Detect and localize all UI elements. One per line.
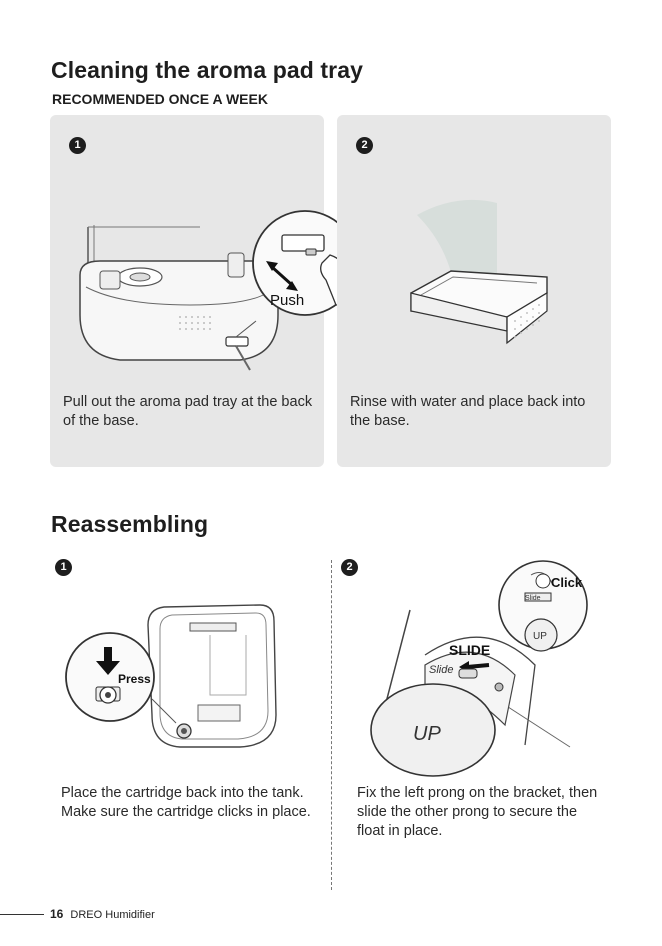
step-description: Fix the left prong on the bracket, then … <box>357 784 607 841</box>
footer-rule <box>0 914 44 915</box>
section-title-reassembling: Reassembling <box>51 511 208 538</box>
section-subtitle-frequency: RECOMMENDED ONCE A WEEK <box>52 91 268 107</box>
footer-brand: DREO Humidifier <box>70 909 154 921</box>
step-description: Pull out the aroma pad tray at the back … <box>63 393 313 431</box>
step-card-rinse-tray: 2 Rinse with water and place back into t… <box>337 115 611 467</box>
aroma-tray-pull-illustration: Push <box>60 205 316 375</box>
step-description: Place the cartridge back into the tank. … <box>61 784 311 822</box>
step-card-pull-tray: 1 Push Pull out the aroma p <box>50 115 324 467</box>
step-description: Rinse with water and place back into the… <box>350 393 600 431</box>
push-callout: Push <box>270 292 304 309</box>
aroma-tray-rinse-illustration <box>397 193 567 363</box>
footer: 16 DREO Humidifier <box>50 907 155 921</box>
up-marking: UP <box>413 723 441 745</box>
press-callout: Press <box>118 672 151 686</box>
slide-callout: SLIDE <box>449 642 490 658</box>
step-number-badge: 1 <box>55 559 72 576</box>
slide-arrow-label: Slide <box>429 664 453 676</box>
step-number-badge: 1 <box>69 137 86 154</box>
float-slide-illustration: UP SLIDE Slide Click Slide UP <box>355 555 595 755</box>
slide-small-label: Slide <box>525 595 541 602</box>
step-number-badge: 2 <box>356 137 373 154</box>
cartridge-press-illustration: Press <box>60 595 300 760</box>
section-title-cleaning: Cleaning the aroma pad tray <box>51 57 363 84</box>
column-divider <box>331 560 332 890</box>
page-number: 16 <box>50 907 63 921</box>
up-small-marking: UP <box>533 631 547 642</box>
click-callout: Click <box>551 575 583 590</box>
